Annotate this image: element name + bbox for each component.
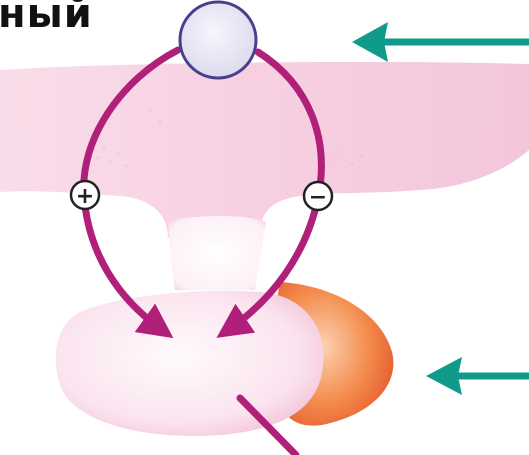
- negative-sign: −: [309, 185, 327, 210]
- positive-sign: +: [76, 184, 94, 209]
- source-circle: [180, 2, 256, 78]
- pituitary-stalk: [168, 216, 266, 290]
- anterior-lobe: [56, 291, 324, 436]
- hypothalamus-band: [0, 62, 529, 240]
- title-fragment: ный: [0, 0, 93, 34]
- negative-sign-badge: −: [304, 182, 332, 210]
- positive-sign-badge: +: [71, 181, 99, 209]
- pointer-arrow-upper: [352, 22, 529, 62]
- pointer-arrow-lower: [426, 357, 529, 395]
